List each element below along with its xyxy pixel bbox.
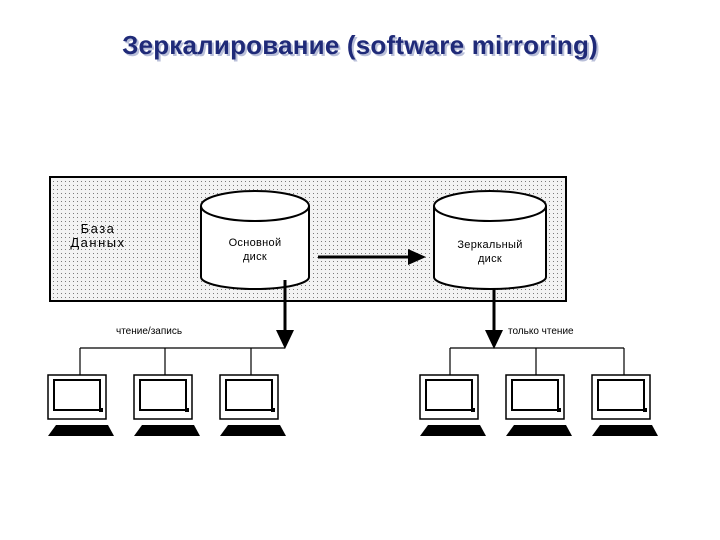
- computer-icon: [133, 374, 200, 436]
- mirror-disk-label: Зеркальный диск: [457, 239, 523, 265]
- computer-icon: [505, 374, 572, 436]
- primary-disk-label: Основной диск: [228, 237, 282, 263]
- slide-title: Зеркалирование (software mirroring): [122, 30, 598, 60]
- right-network-bus: [449, 347, 625, 375]
- mirroring-arrow-icon: [318, 249, 426, 265]
- computer-icon: [591, 374, 658, 436]
- read-only-arrow-icon: [485, 288, 503, 349]
- left-network-bus: [79, 347, 285, 375]
- database-label: База Данных: [70, 221, 126, 250]
- computer-icon: [47, 374, 114, 436]
- computer-icon: [219, 374, 286, 436]
- read-write-arrow-icon: [276, 280, 294, 349]
- mirror-disk-icon: [433, 190, 547, 290]
- read-write-label: чтение/запись: [116, 326, 183, 337]
- read-only-label: только чтение: [508, 326, 574, 337]
- primary-disk-icon: [200, 190, 310, 290]
- computer-icon: [419, 374, 486, 436]
